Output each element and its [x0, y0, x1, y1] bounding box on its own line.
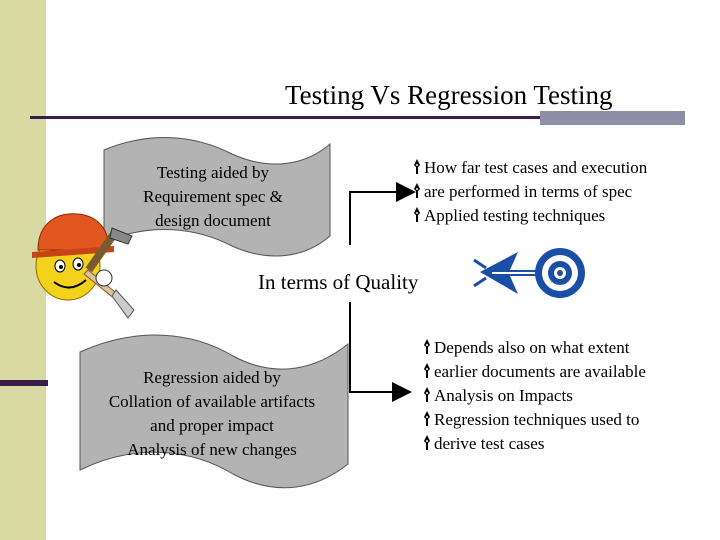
pen-nib-bullet-icon — [424, 435, 430, 450]
pen-nib-bullet-icon — [424, 363, 430, 378]
bottom-connector-arrow — [349, 302, 412, 402]
construction-worker-smiley-icon — [32, 213, 135, 319]
top-connector-arrow — [349, 182, 416, 245]
list-item: How far test cases and execution — [412, 156, 647, 180]
bottom-scroll-shape: Regression aided by Collation of availab… — [78, 322, 350, 494]
top-bullet-list: How far test cases and execution are per… — [412, 156, 647, 228]
list-item: Regression techniques used to — [422, 408, 646, 432]
pen-nib-bullet-icon — [424, 387, 430, 402]
top-scroll-text: Testing aided by Requirement spec & desi… — [102, 128, 324, 233]
left-band-accent — [0, 380, 48, 386]
bullet-text: How far test cases and execution — [424, 158, 648, 177]
list-item: Applied testing techniques — [412, 204, 647, 228]
pen-nib-bullet-icon — [414, 207, 420, 222]
bottom-scroll-line: Analysis of new changes — [127, 440, 297, 459]
title-underline — [30, 116, 685, 119]
list-item: Analysis on Impacts — [422, 384, 646, 408]
bottom-scroll-text: Regression aided by Collation of availab… — [78, 322, 346, 462]
bullet-text: Depends also on what extent — [434, 338, 630, 357]
list-item: Depends also on what extent — [422, 336, 646, 360]
slide-title: Testing Vs Regression Testing — [285, 80, 613, 110]
top-scroll-shape: Testing aided by Requirement spec & desi… — [102, 128, 332, 258]
bottom-scroll-line: Collation of available artifacts — [108, 392, 316, 411]
bullet-text: derive test cases — [434, 434, 545, 453]
list-item: derive test cases — [422, 432, 646, 456]
bullet-text: are performed in terms of spec — [424, 182, 633, 201]
list-item: are performed in terms of spec — [412, 180, 647, 204]
bullet-text: Applied testing techniques — [424, 206, 606, 225]
top-scroll-line: Testing aided by — [156, 163, 270, 182]
bullet-text: earlier documents are available — [434, 362, 646, 381]
target-arrow-icon — [473, 248, 585, 298]
pen-nib-bullet-icon — [424, 411, 430, 426]
top-scroll-line: design document — [155, 211, 271, 230]
title-underline-accent — [540, 111, 685, 125]
bottom-bullet-list: Depends also on what extent earlier docu… — [422, 336, 646, 456]
bottom-scroll-line: and proper impact — [150, 416, 274, 435]
bullet-text: Regression techniques used to — [434, 410, 640, 429]
list-item: earlier documents are available — [422, 360, 646, 384]
pen-nib-bullet-icon — [424, 339, 430, 354]
pen-nib-bullet-icon — [414, 183, 420, 198]
pen-nib-bullet-icon — [414, 159, 420, 174]
bullet-text: Analysis on Impacts — [434, 386, 573, 405]
quality-label: In terms of Quality — [258, 270, 419, 294]
top-scroll-line: Requirement spec & — [143, 187, 283, 206]
bottom-scroll-line: Regression aided by — [143, 368, 281, 387]
